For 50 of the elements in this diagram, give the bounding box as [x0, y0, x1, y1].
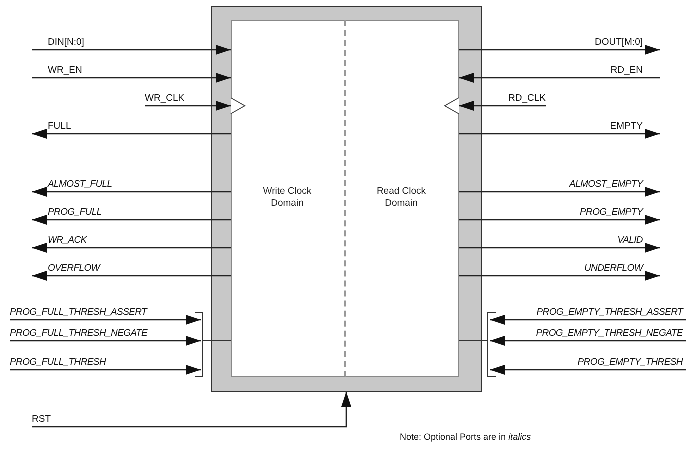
signal-label: RST [32, 414, 51, 425]
signal-label: RD_EN [610, 65, 643, 76]
signal-arrow [32, 73, 231, 83]
signal-arrow [490, 365, 686, 375]
signal-arrow [32, 45, 231, 55]
signal-arrow [32, 392, 352, 428]
signal-label: FULL [48, 121, 72, 132]
signal-label: WR_ACK [48, 235, 87, 246]
signal-arrow [490, 336, 686, 346]
signal-arrow [32, 243, 231, 253]
signal-label: WR_CLK [145, 93, 185, 104]
signal-arrow [10, 336, 201, 346]
signal-label: DOUT[M:0] [594, 37, 643, 48]
signal-label: WR_EN [48, 65, 82, 76]
signal-label: PROG_EMPTY_THRESH [578, 357, 683, 368]
signal-label: PROG_FULL_THRESH_NEGATE [10, 328, 148, 339]
signal-arrow [32, 215, 231, 225]
signal-label: VALID [618, 235, 643, 246]
signal-label: PROG_EMPTY_THRESH_ASSERT [536, 307, 683, 318]
signal-arrow [459, 187, 660, 197]
signal-label: PROG_EMPTY_THRESH_NEGATE [536, 328, 683, 339]
fifo-block [211, 6, 482, 392]
signal-label: PROG_FULL_THRESH [10, 357, 106, 368]
signal-label: RD_CLK [508, 93, 546, 104]
signal-arrow [490, 315, 686, 325]
signal-arrow [459, 271, 660, 281]
signal-arrow [459, 45, 660, 55]
signal-label: DIN[N:0] [48, 37, 84, 48]
signal-arrow [145, 101, 231, 111]
signal-arrow [459, 101, 546, 111]
signal-arrow [459, 129, 660, 139]
signal-arrow [459, 73, 660, 83]
clock-domain-region: Read Clock Domain [346, 20, 458, 376]
signal-label: ALMOST_EMPTY [570, 179, 643, 190]
signal-label: PROG_EMPTY [580, 207, 643, 218]
signal-arrow [32, 129, 231, 139]
signal-arrow [459, 243, 660, 253]
signal-label: PROG_FULL [48, 207, 102, 218]
signal-label: UNDERFLOW [584, 263, 643, 274]
signal-arrow [32, 187, 231, 197]
signal-label: ALMOST_FULL [48, 179, 112, 190]
clock-domain-region: Write Clock Domain [230, 20, 346, 376]
signal-arrow [32, 271, 231, 281]
signal-label: PROG_FULL_THRESH_ASSERT [10, 307, 148, 318]
signal-label: EMPTY [610, 121, 643, 132]
signal-label: OVERFLOW [48, 263, 100, 274]
signal-arrow [10, 315, 201, 325]
signal-arrow [459, 215, 660, 225]
signal-arrow [10, 365, 201, 375]
note-text: Note: Optional Ports are in italics [400, 432, 532, 442]
